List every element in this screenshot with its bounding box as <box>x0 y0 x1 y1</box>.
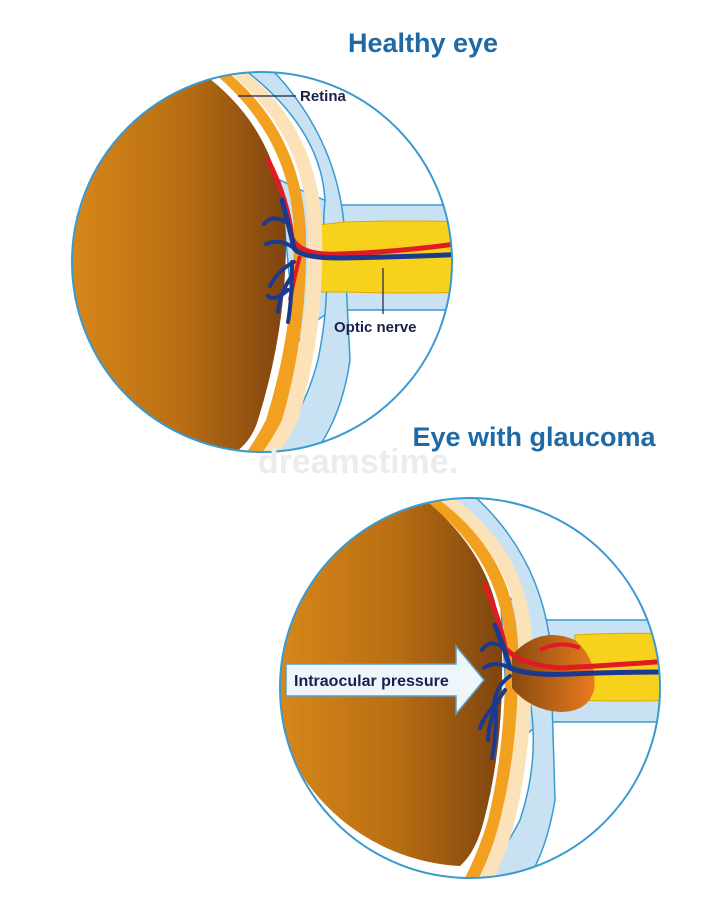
glaucoma-eye-title: Eye with glaucoma <box>412 422 656 452</box>
vein-branches <box>478 641 512 760</box>
glaucoma-eye-section: Eye with glaucoma Intr <box>279 422 661 879</box>
pressure-arrow <box>285 643 485 717</box>
vein <box>492 622 660 677</box>
watermark: dreamstime. <box>258 443 458 481</box>
artery <box>482 582 660 671</box>
intraocular-pressure-label: Intraocular pressure <box>294 673 449 690</box>
retina-label: Retina <box>300 88 347 105</box>
optic-nerve <box>574 632 660 702</box>
healthy-eye-section: Healthy eye Retina Op <box>71 28 498 453</box>
healthy-eye-outline <box>71 71 453 453</box>
healthy-eye-illustration <box>72 72 452 452</box>
optic-nerve-label: Optic nerve <box>334 319 417 336</box>
vein <box>279 197 452 261</box>
healthy-eye-title: Healthy eye <box>348 28 498 58</box>
vein-branches <box>262 216 296 324</box>
artery-branch <box>539 642 581 652</box>
eyeball <box>72 72 286 452</box>
glaucoma-eye-outline <box>279 497 661 879</box>
